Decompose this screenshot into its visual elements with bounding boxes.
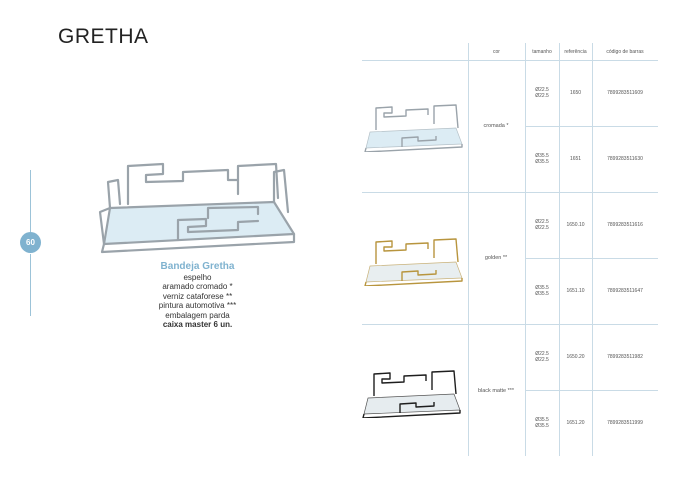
thumb-golden-tray (364, 238, 463, 286)
page-number-badge: 60 (20, 232, 41, 253)
reference-cell: 1650 (569, 90, 582, 96)
product-master-box: caixa master 6 un. (162, 320, 233, 330)
table-column-divider (559, 43, 560, 456)
product-spec-line: embalagem parda (165, 310, 230, 320)
reference-cell: 1651 (569, 156, 582, 162)
group-color-label: golden ** (484, 255, 508, 261)
product-caption: Bandeja Gretha espelho aramado cromado *… (115, 261, 280, 329)
thumb-chrome-tray (364, 104, 463, 152)
group-color-label: cromada * (483, 123, 509, 129)
table-column-divider (525, 43, 526, 456)
side-divider-top (30, 170, 31, 232)
barcode-cell: 7899283511616 (607, 222, 643, 228)
side-divider-bottom (30, 254, 31, 316)
header-cor: cor (493, 49, 500, 55)
table-header-rule (362, 60, 658, 61)
barcode-cell: 7899283511630 (607, 156, 643, 162)
group-color-label: black matte *** (477, 388, 515, 394)
table-group-rule (362, 324, 658, 325)
reference-cell: 1651.20 (566, 420, 585, 426)
table-column-divider (468, 43, 469, 456)
reference-cell: 1650.10 (566, 222, 585, 228)
thumb-black-tray (362, 370, 461, 418)
page-title: GRETHA (58, 25, 149, 48)
barcode-cell: 7899283511609 (607, 90, 643, 96)
table-row-rule (526, 126, 658, 127)
reference-cell: 1650.20 (566, 354, 585, 360)
header-referencia: referência (564, 49, 587, 55)
product-name: Bandeja Gretha (160, 261, 235, 272)
barcode-cell: 7899283511982 (607, 354, 643, 360)
product-spec-line: aramado cromado * (162, 282, 233, 292)
table-row-rule (526, 390, 658, 391)
hero-tray-image (98, 162, 296, 254)
barcode-cell: 7899283511999 (607, 420, 643, 426)
table-row-rule (526, 258, 658, 259)
table-group-rule (362, 192, 658, 193)
barcode-cell: 7899283511647 (607, 288, 643, 294)
product-spec-line: espelho (183, 273, 212, 282)
header-codigo: código de barras (606, 49, 644, 55)
product-spec-line: pintura automotiva *** (158, 301, 237, 311)
product-spec-line: verniz cataforese ** (162, 291, 233, 301)
table-column-divider (592, 43, 593, 456)
reference-cell: 1651.10 (566, 288, 585, 294)
header-tamanho: tamanho (532, 49, 552, 55)
